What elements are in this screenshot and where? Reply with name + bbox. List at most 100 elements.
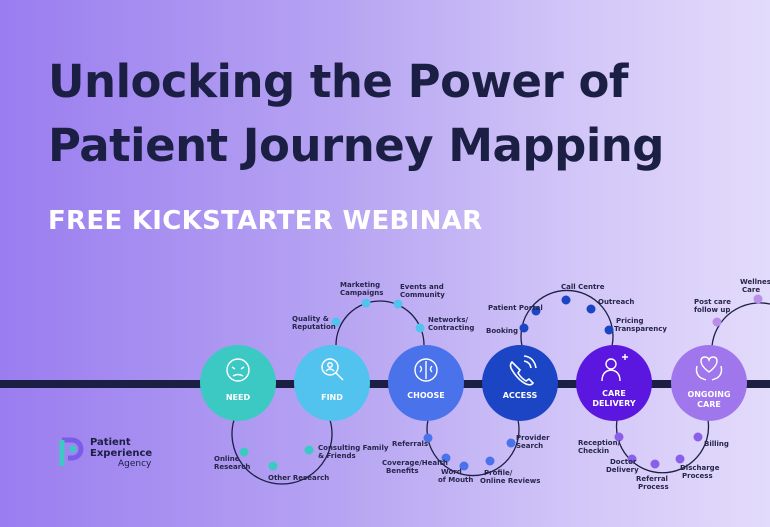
label-postcare-1: Post care [694,298,731,306]
label-consulting-2: & Friends [318,452,356,460]
label-call-centre: Call Centre [561,283,605,291]
label-reception-2: Checkin [578,447,609,455]
heart-hands-icon [695,356,723,381]
logo-line-3: Agency [118,458,152,469]
agency-logo-icon [59,437,84,466]
dot-coverage [441,453,451,463]
dot-billing [693,432,703,442]
label-online-2: Research [214,463,250,471]
subtitle: FREE KICKSTARTER WEBINAR [48,206,483,236]
dot-reception [614,432,624,442]
sick-face-icon [226,358,250,382]
label-referral-2: Process [638,483,669,491]
label-referrals: Referrals [392,440,428,448]
label-consulting-1: Consulting Family [318,444,389,452]
label-pricing-2: Transparency [614,325,667,333]
label-other-research: Other Research [268,474,329,482]
stage-access: ACCESS [482,345,558,421]
label-networks-1: Networks/ [428,316,469,324]
arc-find-choose [335,300,425,346]
title-line-1: Unlocking the Power of [48,55,628,108]
dot-discharge [675,454,685,464]
doctor-icon [601,354,628,382]
label-events-2: Community [400,291,445,299]
arc-care-ongoing [615,419,710,474]
agency-logo: Patient Experience Agency [56,436,152,470]
dot-pricing [604,325,614,335]
label-billing: Billing [704,440,729,448]
dot-other-research [268,461,278,471]
arc-access-care [520,289,614,347]
arc-choose-access [426,419,520,477]
stage-label-ongoing-2: CARE [697,400,721,409]
label-networks-2: Contracting [428,324,474,332]
dot-patient-portal [531,306,541,316]
dot-provider-search [506,438,516,448]
dot-networks [415,323,425,333]
dot-marketing [361,298,371,308]
stage-need: NEED [200,345,276,421]
label-referral-1: Referral [636,475,668,483]
label-doctor-2: Delivery [606,466,639,474]
label-word-1: Word [441,468,462,476]
arc-need-find [231,419,333,485]
label-profile-1: Profile/ [484,469,513,477]
label-marketing-2: Campaigns [340,289,383,297]
stage-ongoing-care: ONGOING CARE [671,345,747,421]
label-outreach: Outreach [598,298,634,306]
dot-events [393,299,403,309]
stage-find: FIND [294,345,370,421]
dot-word-of-mouth [459,461,469,471]
label-pricing-1: Pricing [616,317,644,325]
dot-call-centre [561,295,571,305]
label-discharge-1: Discharge [680,464,720,472]
dot-wellness [753,294,763,304]
label-provider-2: Search [516,442,543,450]
dot-referrals [423,433,433,443]
magnifier-icon [321,358,344,381]
label-word-2: of Mouth [438,476,473,484]
label-discharge-2: Process [682,472,713,480]
label-patient-portal: Patient Portal [488,304,543,312]
phone-icon [509,355,537,386]
logo-line-2: Experience [90,447,153,459]
label-profile-2: Online Reviews [480,477,540,485]
dot-doctor [627,454,637,464]
stage-care-delivery: CARE DELIVERY [576,345,652,421]
arc-ongoing-next [711,302,770,347]
stage-label-care-2: DELIVERY [592,399,636,408]
dot-consulting [304,445,314,455]
label-wellness-2: Care [742,286,760,294]
logo-line-1: Patient [90,436,131,448]
timeline-bar [0,380,770,388]
dot-referral-process [650,459,660,469]
title-line-2: Patient Journey Mapping [48,119,665,172]
stage-label-find: FIND [321,393,343,402]
dot-online-research [239,447,249,457]
dot-booking [519,323,529,333]
stage-label-care-1: CARE [602,389,626,398]
stage-choose: CHOOSE [388,345,464,421]
stage-label-access: ACCESS [503,391,538,400]
stage-label-choose: CHOOSE [407,391,444,400]
touchpoint-labels: Quality & Reputation Marketing Campaigns… [214,278,770,491]
dot-quality [331,317,341,327]
label-quality-1: Quality & [292,315,329,323]
page-title: Unlocking the Power of Patient Journey M… [48,50,665,178]
stage-label-ongoing-1: ONGOING [687,390,730,399]
dot-outreach [586,304,596,314]
label-doctor-1: Doctor [610,458,637,466]
label-provider-1: Provider [516,434,550,442]
label-marketing-1: Marketing [340,281,380,289]
label-events-1: Events and [400,283,444,291]
label-postcare-2: follow up [694,306,730,314]
brain-icon [414,358,438,382]
label-reception-1: Reception/ [578,439,621,447]
dot-post-care [712,317,722,327]
dot-profile [485,456,495,466]
label-wellness-1: Wellness [740,278,770,286]
touchpoint-dots [239,294,763,471]
label-booking: Booking [486,327,518,335]
